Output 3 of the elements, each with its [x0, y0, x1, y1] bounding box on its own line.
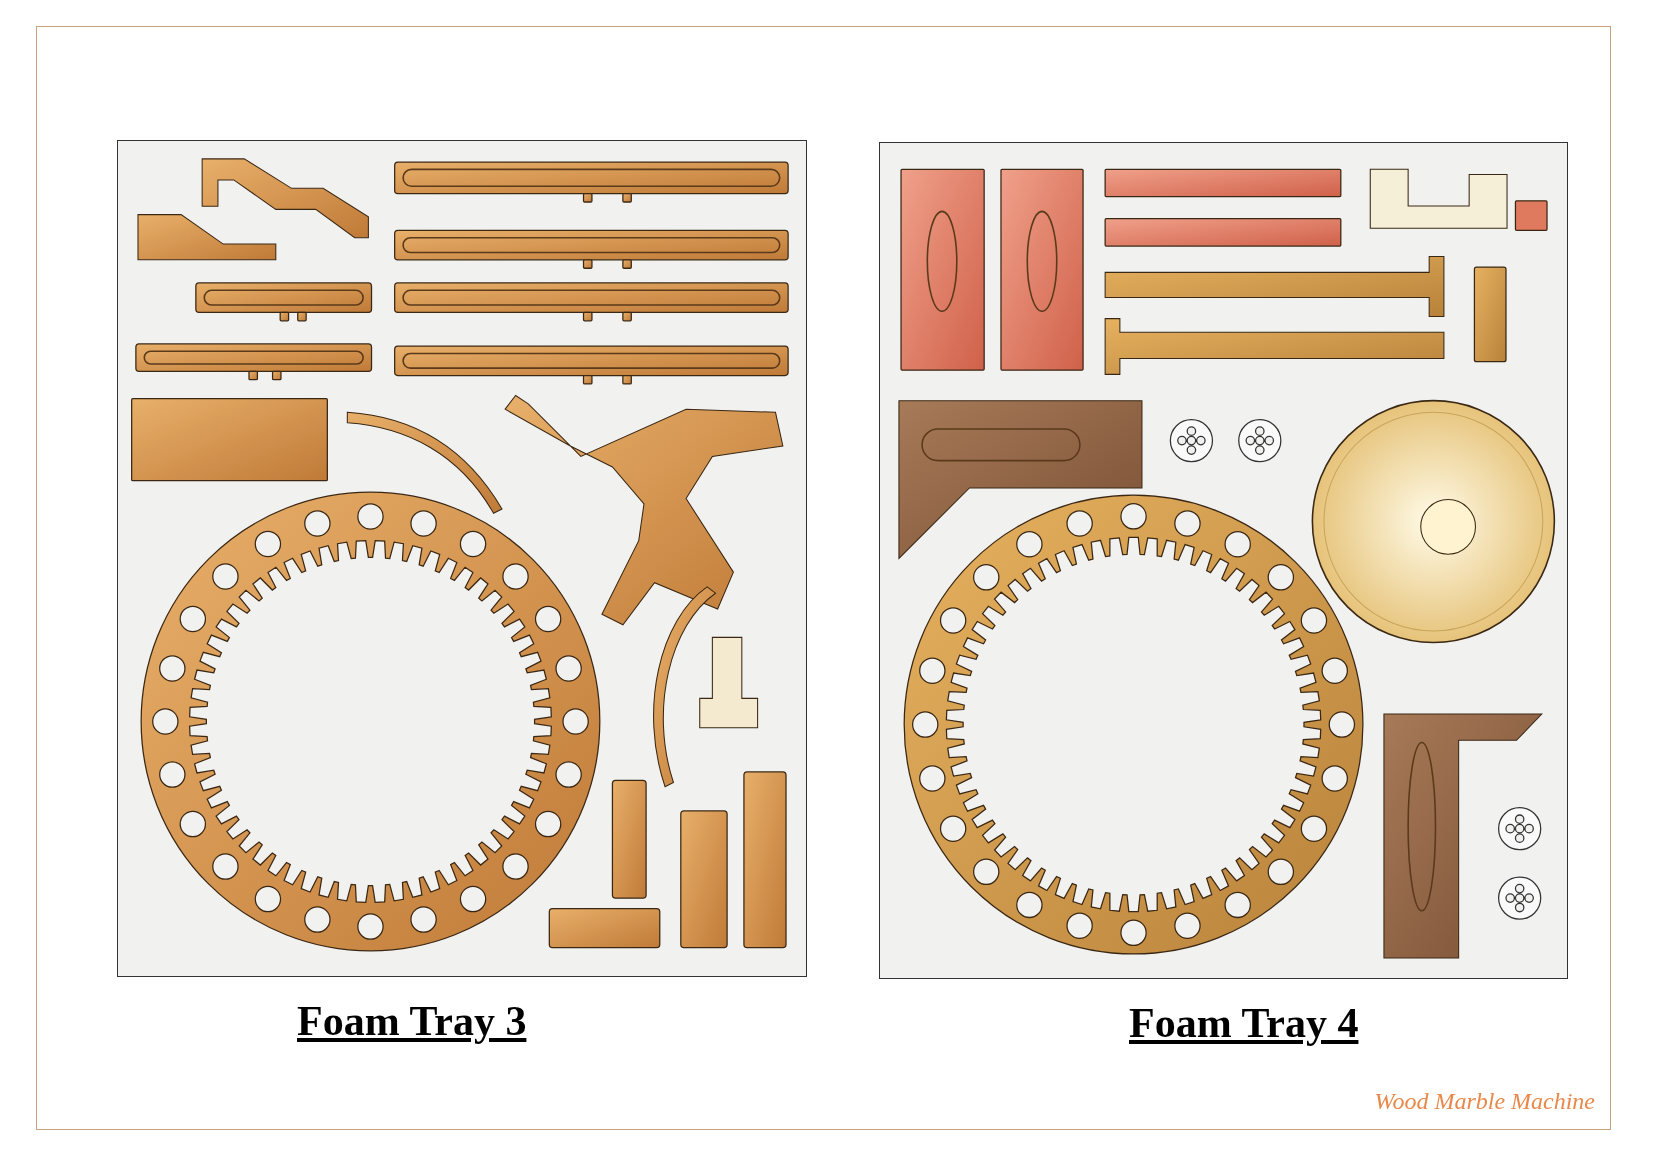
footer-note: Wood Marble Machine: [1374, 1088, 1595, 1115]
tray-title: Foam Tray 3: [297, 997, 527, 1045]
tray-title: Foam Tray 4: [1129, 999, 1359, 1047]
